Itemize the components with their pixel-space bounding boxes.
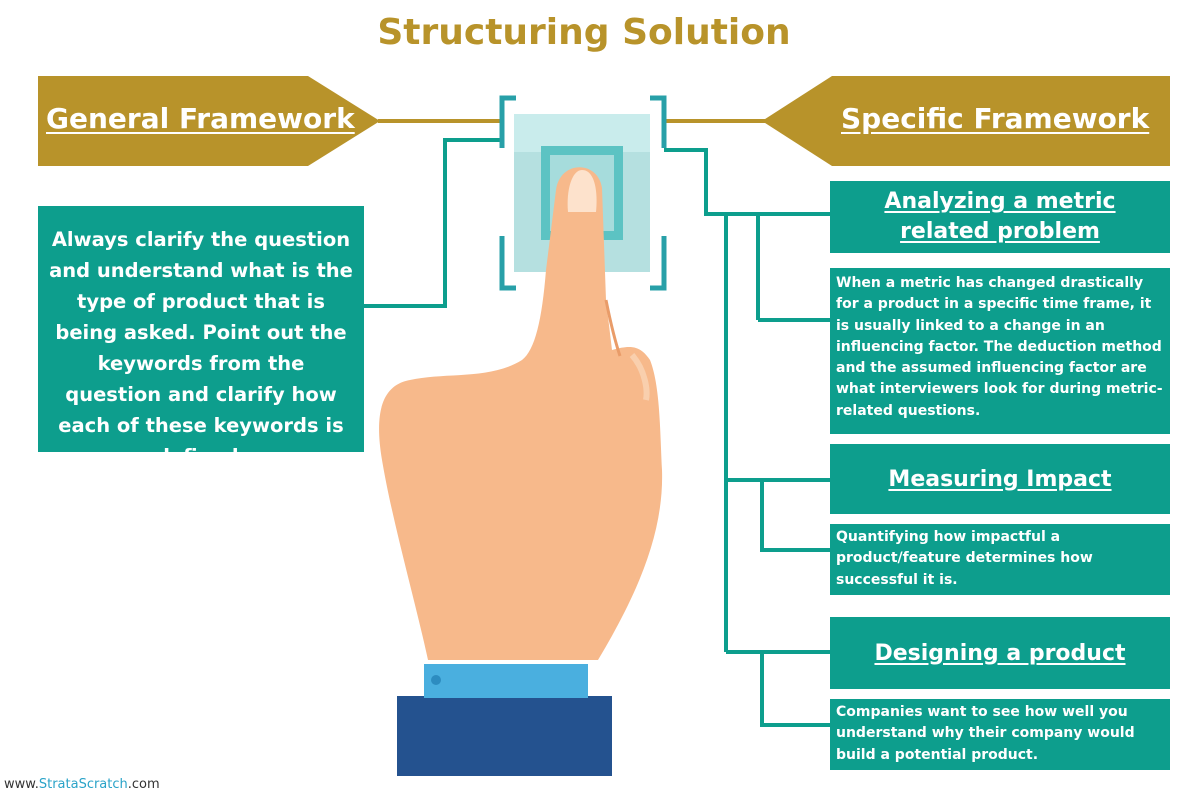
branch-3-desc-link — [760, 652, 830, 727]
footer-suffix: .com — [127, 777, 160, 792]
specific-item-description-2: Quantifying how impactful a product/feat… — [830, 524, 1170, 595]
footer-url: www.StrataScratch.com — [4, 777, 160, 792]
footer-prefix: www. — [4, 777, 39, 792]
specific-trunk-connector — [664, 148, 830, 216]
footer-brand: StrataScratch — [38, 777, 128, 792]
fingernail-shape — [567, 170, 597, 212]
specific-item-description-3: Companies want to see how well you under… — [830, 699, 1170, 770]
general-box-connector — [364, 138, 500, 308]
specific-banner-shape — [762, 76, 1170, 166]
specific-framework-banner: Specific Framework — [762, 76, 1170, 166]
sleeve-shape — [397, 696, 612, 776]
branch-2-desc-link — [760, 480, 830, 552]
specific-item-heading-1: Analyzing a metric related problem — [830, 181, 1170, 253]
specific-item-heading-2: Measuring Impact — [830, 444, 1170, 514]
touch-frame-icon — [499, 95, 667, 291]
specific-item-description-1: When a metric has changed drastically fo… — [830, 268, 1170, 434]
hand-shape — [379, 167, 663, 660]
page-title: Structuring Solution — [377, 12, 791, 53]
specific-item-heading-3: Designing a product — [830, 617, 1170, 689]
general-framework-banner: General Framework — [38, 76, 380, 166]
general-banner-shape — [38, 76, 380, 166]
general-framework-box: Always clarify the question and understa… — [38, 206, 364, 468]
general-framework-label: General Framework — [46, 102, 355, 135]
cuff-button-icon — [431, 675, 441, 685]
shirt-cuff — [424, 664, 588, 698]
specific-framework-label: Specific Framework — [841, 102, 1150, 135]
